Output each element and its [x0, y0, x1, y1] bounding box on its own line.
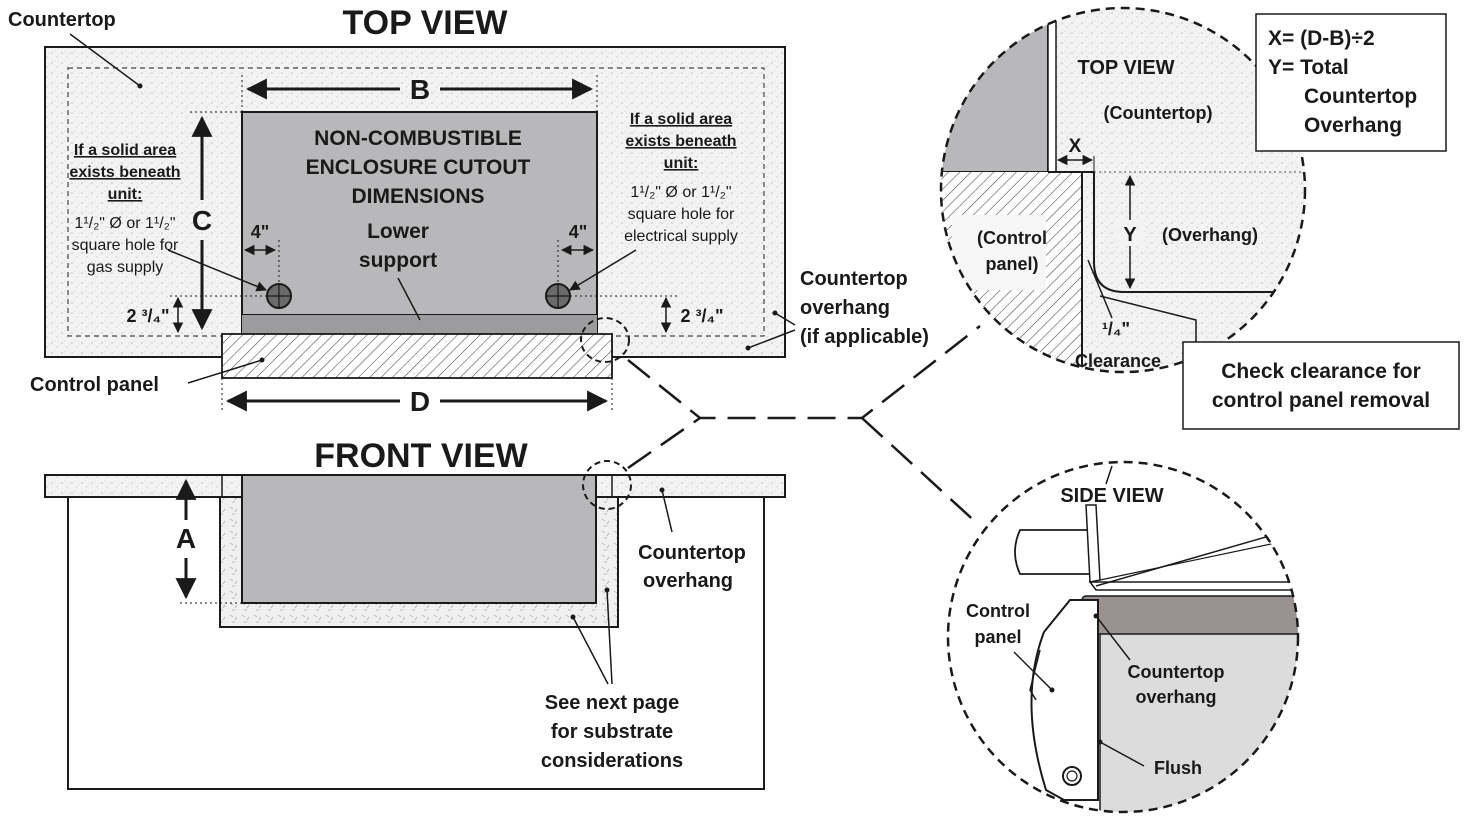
countertop-label: Countertop: [8, 9, 116, 31]
detail-side-flush: Flush: [1154, 758, 1202, 778]
detail-side-panel-1: Control: [966, 601, 1030, 621]
detail-side-overhang-1: Countertop: [1128, 662, 1225, 682]
detail-side-title: SIDE VIEW: [1060, 485, 1163, 507]
overhang-note-1: Countertop: [800, 268, 908, 290]
top-view: TOP VIEW B C D 4": [8, 4, 929, 417]
left-note-title-2: exists beneath: [69, 164, 180, 181]
enclosure-cutout: [241, 111, 598, 335]
left-note-body-1: 1¹/₂" Ø or 1¹/₂": [74, 215, 175, 232]
formula-box: X= (D-B)÷2 Y= Total Countertop Overhang: [1255, 13, 1447, 152]
height-left: 2 ³/₄": [126, 306, 169, 326]
right-note-title-1: If a solid area: [630, 111, 732, 128]
top-view-title: TOP VIEW: [342, 4, 508, 42]
detail-connectors: [627, 325, 981, 527]
detail-top-panel-1: (Control: [977, 228, 1047, 248]
overhang-note-2: overhang: [800, 297, 890, 319]
substrate-note-2: for substrate: [551, 721, 673, 743]
detail-callout-top: [580, 317, 630, 363]
left-note-title-3: unit:: [108, 186, 143, 203]
enclosure-line-1: NON-COMBUSTIBLE: [314, 127, 522, 150]
lower-support-2: support: [359, 249, 437, 272]
right-note-body-2: square hole for: [628, 206, 735, 223]
overhang-note-3: (if applicable): [800, 326, 929, 348]
right-note-title-3: unit:: [664, 155, 699, 172]
detail-top-clearance-frac: ¹/₄": [1102, 319, 1130, 339]
right-note-body-1: 1¹/₂" Ø or 1¹/₂": [630, 184, 731, 201]
enclosure-front: [241, 474, 597, 604]
detail-side-view: SIDE VIEW Control panel Countertop overh…: [946, 460, 1300, 814]
overhang-boundary: [67, 67, 765, 337]
right-note-title-2: exists beneath: [625, 133, 736, 150]
enclosure-line-3: DIMENSIONS: [351, 185, 484, 208]
check-clearance-1: Check clearance for: [1221, 360, 1421, 383]
detail-top-y: Y: [1123, 224, 1137, 246]
substrate-note-3: considerations: [541, 750, 683, 772]
dimension-a-label: A: [176, 523, 196, 554]
check-clearance-2: control panel removal: [1212, 389, 1430, 412]
detail-top-x: X: [1069, 136, 1082, 157]
four-inch-right: 4": [569, 222, 588, 242]
detail-top-title: TOP VIEW: [1077, 57, 1174, 79]
front-view: FRONT VIEW A Countertop overhang See nex…: [44, 437, 786, 790]
formula-y-2: Countertop: [1304, 85, 1417, 108]
left-note-body-2: square hole for: [72, 237, 179, 254]
dimension-d-label: D: [410, 386, 430, 417]
formula-x: X= (D-B)÷2: [1268, 27, 1375, 50]
enclosure-line-2: ENCLOSURE CUTOUT: [306, 156, 531, 179]
check-clearance-box: Check clearance for control panel remova…: [1182, 341, 1460, 430]
detail-callout-front: [582, 460, 632, 510]
dimension-c-label: C: [192, 205, 212, 236]
detail-side-circle: [946, 460, 1300, 814]
front-overhang-1: Countertop: [638, 542, 746, 564]
formula-y-3: Overhang: [1304, 114, 1402, 137]
control-panel-top: [221, 333, 613, 379]
height-right: 2 ³/₄": [680, 306, 723, 326]
control-panel-label: Control panel: [30, 374, 159, 396]
detail-top-overhang: (Overhang): [1162, 225, 1258, 245]
dimension-b-label: B: [410, 74, 430, 105]
front-overhang-2: overhang: [643, 570, 733, 592]
four-inch-left: 4": [251, 222, 270, 242]
formula-y: Y= Total: [1268, 56, 1349, 79]
substrate-note-1: See next page: [545, 692, 680, 714]
detail-top-panel-2: panel): [985, 254, 1038, 274]
detail-top-countertop: (Countertop): [1104, 103, 1213, 123]
detail-side-overhang-2: overhang: [1135, 687, 1216, 707]
right-note-body-3: electrical supply: [624, 228, 738, 245]
front-view-title: FRONT VIEW: [314, 437, 528, 475]
detail-top-circle: [939, 6, 1307, 374]
left-note-body-3: gas supply: [87, 259, 164, 276]
detail-side-panel-2: panel: [974, 627, 1021, 647]
detail-top-clearance: Clearance: [1075, 351, 1161, 371]
left-note-title-1: If a solid area: [74, 142, 176, 159]
lower-support-1: Lower: [367, 220, 429, 243]
